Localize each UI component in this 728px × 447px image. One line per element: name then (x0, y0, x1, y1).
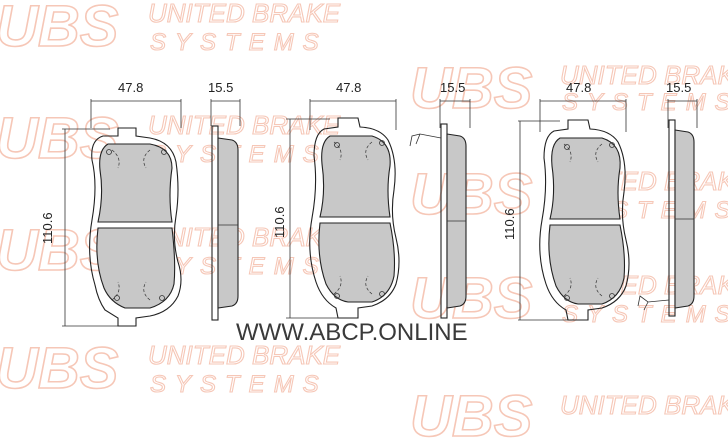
watermark-name: UNITED BRAKE (560, 390, 728, 420)
height-label: 110.6 (272, 206, 287, 238)
height-dimension: 110.6 (40, 128, 120, 327)
height-dimension: 110.6 (272, 118, 340, 319)
watermark-logo: UBS (0, 0, 119, 59)
watermark-logo: UBS (410, 56, 533, 121)
pad-2: 47.8 110.6 15.5 (272, 80, 471, 319)
width-dimension: 47.8 (309, 80, 397, 130)
side-view: 15.5 (208, 80, 241, 321)
watermark-logo: UBS (0, 336, 119, 401)
watermark-logo: UBS (410, 162, 533, 227)
watermark-sub: SYSTEMS (150, 371, 328, 398)
friction-material (97, 143, 173, 223)
watermark-left-3: UBS UNITED BRAKE SYSTEMS (0, 335, 341, 402)
side-view: 15.5 (637, 80, 698, 317)
height-label: 110.6 (40, 212, 55, 244)
watermark-name: UNITED BRAKE (148, 0, 341, 28)
width-label: 47.8 (118, 80, 143, 95)
watermark-right-1: UBS UNITED BRAKE SYSTEMS (409, 55, 728, 122)
watermark-logo: UBS (410, 384, 533, 447)
watermark-name: UNITED BRAKE (148, 222, 341, 252)
height-dimension: 110.6 (502, 120, 570, 321)
pad-3: 47.8 110.6 15.5 (502, 80, 698, 321)
friction-material (319, 135, 391, 218)
watermark-sub: SYSTEMS (562, 301, 728, 328)
watermark-name: UNITED BRAKE (560, 60, 728, 90)
watermark-top-left: UBS UNITED BRAKE SYSTEMS (0, 0, 341, 60)
thickness-label: 15.5 (440, 80, 465, 95)
height-label: 110.6 (502, 208, 517, 240)
backing-plate (309, 117, 400, 319)
wear-sensor-clip (409, 133, 442, 147)
watermark-name: UNITED BRAKE (148, 340, 341, 370)
website-text: WWW.ABCP.ONLINE (236, 319, 468, 346)
backing-plate (539, 119, 630, 321)
pad-1: 47.8 110.6 15.5 (40, 80, 241, 327)
watermark-right-4: UBS UNITED BRAKE (409, 383, 728, 447)
thickness-label: 15.5 (208, 80, 233, 95)
friction-material (549, 137, 621, 220)
wear-sensor-clip (637, 295, 670, 311)
width-label: 47.8 (336, 80, 361, 95)
watermark-right-3: UBS UNITED BRAKE SYSTEMS (409, 265, 728, 332)
width-label: 47.8 (566, 80, 591, 95)
side-view: 15.5 (409, 80, 471, 319)
backing-plate (89, 127, 182, 327)
friction-material (318, 222, 396, 303)
friction-material (96, 227, 176, 309)
thickness-label: 15.5 (666, 80, 691, 95)
friction-material (548, 224, 626, 305)
watermark-name: UNITED BRAKE (148, 110, 341, 140)
watermark-left-1: UBS UNITED BRAKE SYSTEMS (0, 105, 341, 172)
width-dimension: 47.8 (90, 80, 182, 128)
width-dimension: 47.8 (539, 80, 627, 132)
watermark-logo: UBS (410, 266, 533, 331)
watermark-sub: SYSTEMS (562, 89, 728, 116)
watermark-sub: SYSTEMS (150, 29, 328, 56)
